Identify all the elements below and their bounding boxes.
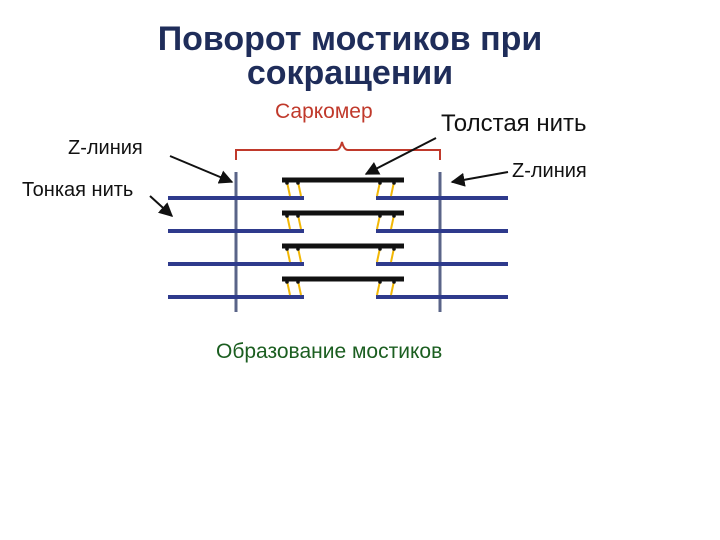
cross-bridge-head	[378, 214, 382, 218]
cross-bridge-head	[296, 214, 300, 218]
cross-bridge-formation-caption: Образование мостиков	[216, 340, 443, 363]
thick-filament-arrow	[364, 137, 437, 175]
cross-bridge-head	[285, 280, 289, 284]
cross-bridge-head	[392, 280, 396, 284]
thin-filament-arrow	[149, 195, 174, 217]
filament-rows	[168, 177, 508, 299]
cross-bridge-head	[296, 280, 300, 284]
cross-bridge-head	[285, 214, 289, 218]
cross-bridge-head	[296, 247, 300, 251]
z-line-left-label: Z-линия	[68, 137, 143, 159]
cross-bridge-head	[296, 181, 300, 185]
cross-bridge-head	[392, 214, 396, 218]
cross-bridge-head	[392, 181, 396, 185]
thick-filament-label: Толстая нить	[441, 110, 587, 137]
sarcomere-label: Саркомер	[275, 100, 373, 123]
slide-title: Поворот мостиков при сокращении	[0, 22, 700, 90]
cross-bridge-head	[378, 280, 382, 284]
z-line-left-arrow	[169, 155, 234, 184]
thin-filament-label: Тонкая нить	[22, 179, 134, 201]
z-line-right-arrow	[450, 171, 509, 187]
cross-bridge-head	[378, 181, 382, 185]
cross-bridge-head	[378, 247, 382, 251]
cross-bridge-head	[285, 247, 289, 251]
title-line-1: Поворот мостиков при	[157, 20, 543, 58]
cross-bridge-head	[285, 181, 289, 185]
title-line-2: сокращении	[246, 54, 454, 92]
cross-bridge-head	[392, 247, 396, 251]
z-line-right-label: Z-линия	[512, 160, 587, 182]
sarcomere-bracket	[235, 141, 441, 160]
